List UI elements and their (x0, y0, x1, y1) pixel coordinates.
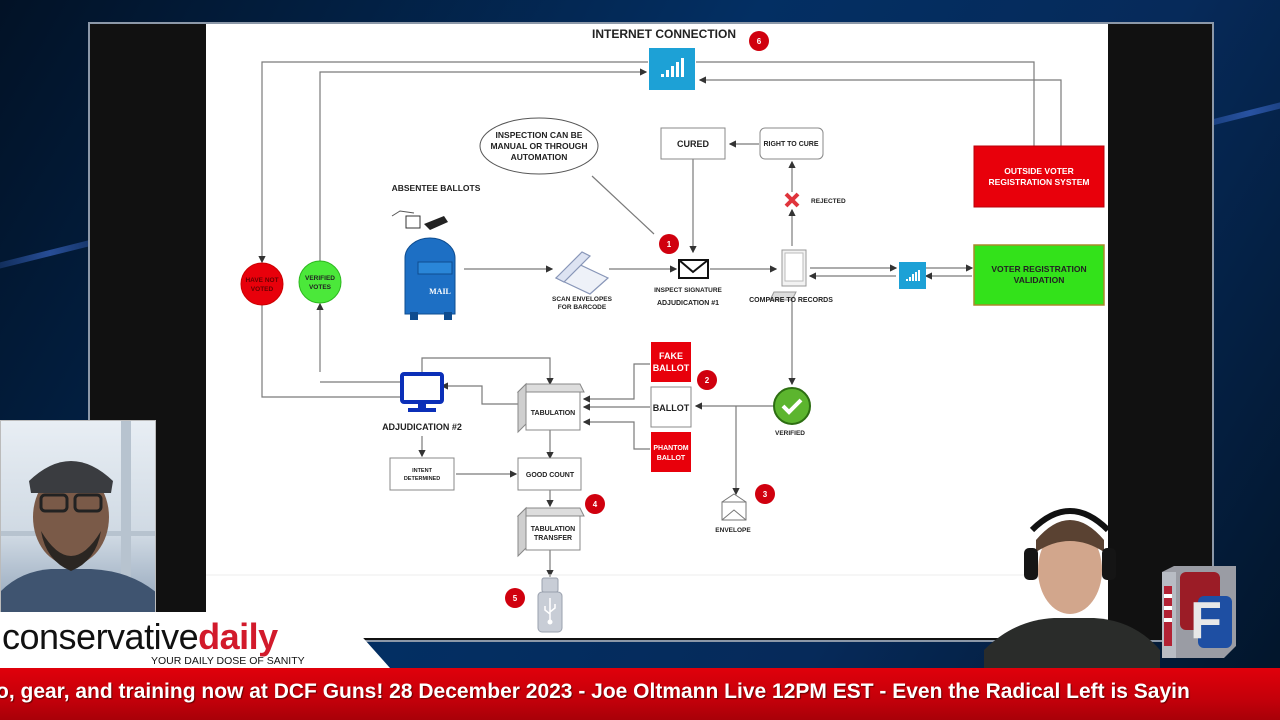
svg-text:RIGHT TO CURE: RIGHT TO CURE (763, 141, 818, 148)
svg-text:VOTES: VOTES (309, 284, 332, 291)
envelope-node[interactable]: ENVELOPE (715, 493, 751, 534)
svg-text:5: 5 (513, 594, 518, 603)
svg-text:AUTOMATION: AUTOMATION (511, 152, 568, 162)
adjudication-2-node[interactable]: ADJUDICATION #2 (382, 372, 462, 432)
svg-text:INSPECTION CAN BE: INSPECTION CAN BE (496, 130, 583, 140)
svg-text:3: 3 (763, 490, 768, 499)
svg-text:6: 6 (757, 37, 762, 46)
election-flow-diagram: INTERNET CONNECTION 6 INSPECTION CAN BE … (206, 27, 1108, 633)
svg-text:TABULATION: TABULATION (531, 526, 575, 533)
mailbox-icon: MAIL (391, 210, 456, 320)
scanner-icon[interactable]: SCAN ENVELOPES FOR BARCODE (552, 251, 613, 311)
outside-voter-registration-box[interactable]: OUTSIDE VOTER REGISTRATION SYSTEM (973, 145, 1105, 208)
marker-1: 1 (659, 234, 679, 254)
absentee-ballots-label: ABSENTEE BALLOTS (392, 183, 481, 193)
svg-text:ENVELOPE: ENVELOPE (715, 527, 751, 534)
inspect-signature-node[interactable]: INSPECT SIGNATURE ADJUDICATION #1 (654, 259, 723, 307)
x-icon (784, 192, 800, 208)
voter-registration-validation-box[interactable]: VOTER REGISTRATION VALIDATION (973, 244, 1105, 306)
brand-logo: conservativedaily (2, 616, 278, 657)
svg-text:FOR BARCODE: FOR BARCODE (558, 304, 607, 311)
compare-records-label: COMPARE TO RECORDS (749, 297, 833, 304)
verified-votes-circle[interactable]: VERIFIED VOTES (298, 260, 342, 304)
svg-text:VALIDATION: VALIDATION (1014, 275, 1065, 285)
svg-text:MANUAL OR THROUGH: MANUAL OR THROUGH (490, 141, 587, 151)
internet-connection-node[interactable] (649, 48, 695, 90)
svg-text:INTENT: INTENT (412, 468, 433, 474)
svg-text:VOTED: VOTED (251, 286, 274, 293)
wifi-signal-icon (661, 58, 684, 77)
svg-text:4: 4 (593, 500, 598, 509)
svg-text:REGISTRATION SYSTEM: REGISTRATION SYSTEM (989, 177, 1090, 187)
tabulation-box[interactable]: TABULATION (516, 382, 585, 434)
svg-text:VERIFIED: VERIFIED (305, 275, 335, 282)
ticker-text: o, gear, and training now at DCF Guns! 2… (0, 680, 1190, 703)
intent-determined-box[interactable]: INTENT DETERMINED (389, 457, 455, 491)
compare-records-computer[interactable]: COMPARE TO RECORDS (749, 249, 833, 304)
svg-text:BALLOT: BALLOT (657, 455, 686, 462)
guest-webcam-left (0, 420, 156, 614)
svg-text:ADJUDICATION #2: ADJUDICATION #2 (382, 422, 462, 432)
marker-6-top: 6 (749, 31, 769, 51)
svg-text:1: 1 (667, 240, 672, 249)
svg-text:ADJUDICATION #1: ADJUDICATION #1 (657, 300, 719, 307)
phantom-ballot-box[interactable]: PHANTOM BALLOT (651, 432, 691, 472)
svg-text:HAVE NOT: HAVE NOT (245, 277, 278, 284)
channel-logo-cube: F (1162, 566, 1236, 658)
tabulation-transfer-box[interactable]: TABULATION TRANSFER (516, 506, 585, 558)
svg-text:MAIL: MAIL (429, 287, 451, 296)
host-webcam-right (984, 500, 1160, 670)
fake-ballot-box[interactable]: FAKE BALLOT (651, 342, 691, 382)
marker-3: 3 (755, 484, 775, 504)
inspection-note: INSPECTION CAN BE MANUAL OR THROUGH AUTO… (479, 117, 599, 175)
envelope-icon (678, 259, 709, 274)
brand-tagline: YOUR DAILY DOSE OF SANITY (151, 655, 305, 667)
connector-lines (258, 61, 1062, 578)
marker-5: 5 (505, 588, 525, 608)
have-not-voted-circle[interactable]: HAVE NOT VOTED (240, 262, 284, 306)
marker-2: 2 (697, 370, 717, 390)
good-count-box[interactable]: GOOD COUNT (517, 457, 582, 491)
diagram-slide: INTERNET CONNECTION 6 INSPECTION CAN BE … (206, 24, 1108, 638)
cured-box[interactable]: CURED (660, 127, 726, 160)
internet-connection-mid[interactable] (899, 262, 926, 289)
rejected-mark: REJECTED (784, 192, 846, 208)
svg-text:PHANTOM: PHANTOM (653, 445, 688, 452)
svg-text:OUTSIDE VOTER: OUTSIDE VOTER (1004, 166, 1073, 176)
svg-text:VERIFIED: VERIFIED (775, 430, 805, 437)
svg-text:DETERMINED: DETERMINED (404, 476, 440, 482)
svg-text:CURED: CURED (677, 139, 710, 149)
right-to-cure-box[interactable]: RIGHT TO CURE (759, 127, 824, 160)
ballot-box[interactable]: BALLOT (650, 386, 692, 428)
brand-banner (0, 612, 390, 668)
svg-text:BALLOT: BALLOT (653, 363, 690, 373)
diagram-title: INTERNET CONNECTION (592, 27, 736, 41)
checkmark-icon (781, 398, 803, 415)
verified-node[interactable]: VERIFIED (773, 387, 811, 437)
usb-drive-icon[interactable] (537, 577, 563, 633)
logo-letter: F (1190, 592, 1222, 650)
svg-text:GOOD COUNT: GOOD COUNT (526, 472, 575, 479)
wifi-signal-icon (906, 270, 920, 281)
svg-text:BALLOT: BALLOT (653, 403, 690, 413)
svg-text:FAKE: FAKE (659, 351, 683, 361)
svg-text:REJECTED: REJECTED (811, 198, 846, 205)
svg-text:TRANSFER: TRANSFER (534, 535, 572, 542)
monitor-icon (400, 372, 444, 404)
svg-text:VOTER REGISTRATION: VOTER REGISTRATION (991, 264, 1086, 274)
svg-text:INSPECT SIGNATURE: INSPECT SIGNATURE (654, 287, 722, 294)
svg-text:TABULATION: TABULATION (531, 410, 575, 417)
svg-text:2: 2 (705, 376, 710, 385)
news-ticker: o, gear, and training now at DCF Guns! 2… (0, 668, 1280, 720)
scan-envelopes-label: SCAN ENVELOPES (552, 296, 613, 303)
marker-4: 4 (585, 494, 605, 514)
